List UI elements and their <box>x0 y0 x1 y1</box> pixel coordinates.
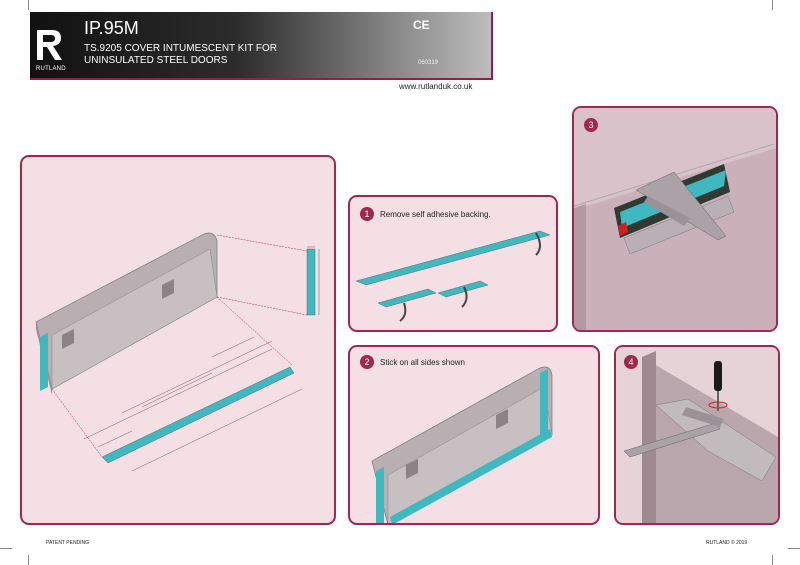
crop-mark <box>788 548 800 549</box>
crop-mark <box>0 548 12 549</box>
step-2-instruction: Stick on all sides shown <box>380 358 465 367</box>
description-line-1: TS.9205 COVER INTUMESCENT KIT FOR <box>84 43 278 54</box>
step-4-number: 4 <box>624 355 638 369</box>
overview-panel <box>20 155 336 525</box>
patent-pending-text: PATENT PENDING <box>46 540 90 546</box>
step-1-instruction: Remove self adhesive backing. <box>380 210 491 219</box>
step-2-number: 2 <box>360 355 374 369</box>
crop-mark <box>772 0 773 10</box>
step-3-number: 3 <box>584 118 598 132</box>
step-1-number: 1 <box>360 207 374 221</box>
ce-mark: CE <box>413 18 430 32</box>
logo-label: RUTLAND <box>36 66 66 72</box>
product-code: IP.95M <box>84 18 139 38</box>
door-closer-illustration <box>574 108 776 330</box>
screwdriver-fixing-illustration <box>616 347 778 523</box>
header-banner <box>30 12 493 80</box>
crop-mark <box>772 555 773 565</box>
copyright-text: RUTLAND © 2019 <box>706 540 748 546</box>
crop-mark <box>28 0 29 10</box>
rutland-logo-icon <box>37 30 62 60</box>
overview-illustration <box>35 232 320 472</box>
document-code: 060319 <box>418 60 439 66</box>
step-3-panel: 3 <box>572 106 778 332</box>
step-2-panel: 2 Stick on all sides shown <box>348 345 600 525</box>
step-1-panel: 1 Remove self adhesive backing. <box>348 195 558 332</box>
website-link[interactable]: www.rutlanduk.co.uk <box>399 82 473 91</box>
product-description: TS.9205 COVER INTUMESCENT KIT FOR UNINSU… <box>84 43 344 67</box>
description-line-2: UNINSULATED STEEL DOORS <box>84 55 228 66</box>
crop-mark <box>28 555 29 565</box>
stick-on-sides-illustration <box>371 366 553 523</box>
adhesive-strips-illustration <box>355 230 551 322</box>
step-4-panel: 4 <box>614 345 780 525</box>
